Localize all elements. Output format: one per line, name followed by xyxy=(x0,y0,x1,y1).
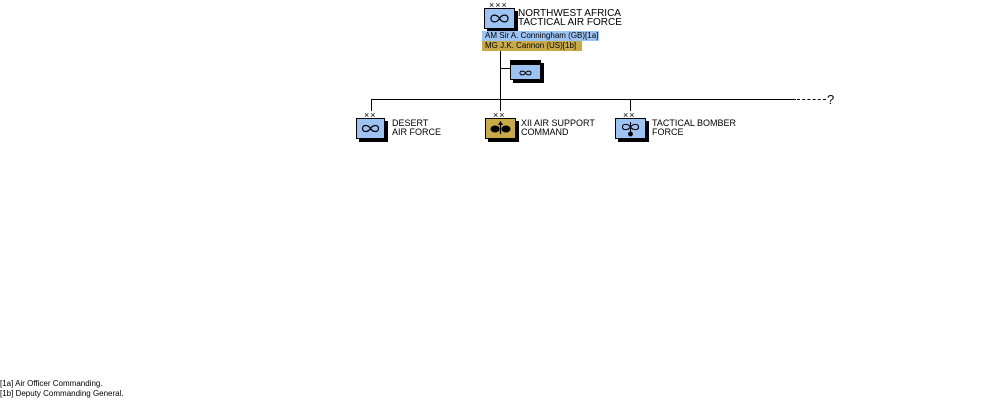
drop-line-desert xyxy=(371,99,372,111)
tactical-bomber-force-symbol[interactable] xyxy=(615,118,646,139)
hq-size-marker: ××× xyxy=(489,0,508,10)
hq-unit-symbol[interactable] xyxy=(484,8,515,29)
unit-size-marker: ×× xyxy=(623,110,636,120)
xii-air-support-command-name-line1: XII AIR SUPPORT xyxy=(521,118,595,128)
unit-size-marker: ×× xyxy=(493,110,506,120)
xii-air-support-command-name-line2: COMMAND xyxy=(521,127,569,137)
desert-air-force-symbol[interactable] xyxy=(356,118,385,139)
footnote-1a: [1a] Air Officer Commanding. xyxy=(0,379,103,388)
hq-name-line1: NORTHWEST AFRICA xyxy=(518,8,621,19)
headquarters-unit-icon xyxy=(511,61,540,76)
unknown-unit-marker: ? xyxy=(827,92,835,107)
tactical-bomber-force-name-line2: FORCE xyxy=(652,127,684,137)
air-support-symbol-icon xyxy=(490,121,511,134)
air-force-symbol-icon xyxy=(490,14,509,23)
drop-line-tactical-bomber xyxy=(630,99,631,111)
unit-size-marker: ×× xyxy=(364,110,377,120)
hq-staff-symbol[interactable] xyxy=(510,60,541,80)
hq-name-line2: TACTICAL AIR FORCE xyxy=(518,17,622,28)
hq-commander-american: MG J.K. Cannon (US)[1b] xyxy=(482,41,582,51)
subordinate-bus-line xyxy=(371,99,796,100)
bomber-symbol-icon xyxy=(621,122,640,137)
desert-air-force-name-line2: AIR FORCE xyxy=(392,127,442,137)
hq-commander-british: AM Sir A. Conningham (GB)[1a] xyxy=(482,31,599,41)
unknown-unit-dashed-line xyxy=(797,99,826,100)
desert-air-force-name-line1: DESERT xyxy=(392,118,429,128)
air-force-symbol-icon xyxy=(361,124,380,133)
hq-staff-branch-line xyxy=(500,68,510,69)
hq-trunk-line xyxy=(500,51,501,111)
footnote-1b: [1b] Deputy Commanding General. xyxy=(0,389,124,398)
tactical-bomber-force-name-line1: TACTICAL BOMBER xyxy=(652,118,737,128)
xii-air-support-command-symbol[interactable] xyxy=(485,118,516,139)
